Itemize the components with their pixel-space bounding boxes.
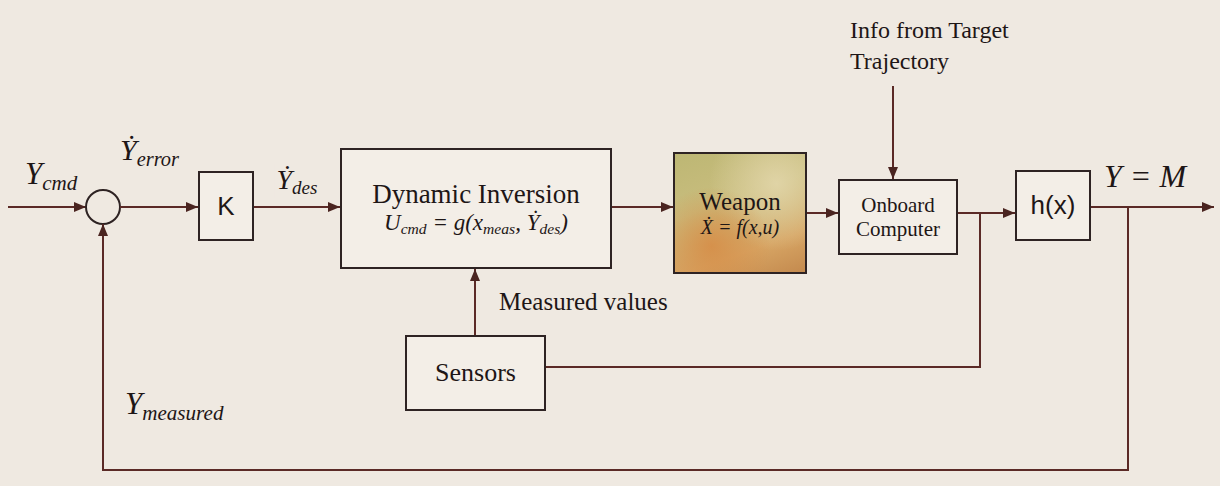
text-run: Dynamic Inversion bbox=[372, 179, 580, 209]
box-title: Weapon bbox=[699, 188, 780, 216]
text-run: Ẏ bbox=[120, 133, 137, 166]
computer-box: Onboard Computer bbox=[838, 179, 958, 255]
text-run: h(x) bbox=[1031, 190, 1076, 220]
box-formula: Ucmd = g(xmeas, Ẏdes) bbox=[384, 210, 568, 238]
text-run: K bbox=[217, 191, 234, 221]
signal-label: Ycmd bbox=[25, 156, 77, 196]
feedback-line bbox=[103, 207, 1128, 470]
info-arrow bbox=[892, 86, 894, 179]
signal-connector bbox=[807, 212, 838, 214]
text-run: , Ẏ bbox=[515, 210, 539, 235]
signal-connector bbox=[474, 269, 476, 335]
text-run: Y bbox=[125, 386, 142, 421]
box-title: h(x) bbox=[1031, 190, 1076, 221]
gain-box: K bbox=[198, 171, 254, 241]
summing-junction bbox=[86, 190, 120, 224]
text-run: Onboard Computer bbox=[856, 193, 940, 241]
text-run: cmd bbox=[401, 220, 427, 237]
input-note: Info from Target Trajectory bbox=[850, 15, 1080, 77]
text-run: Y bbox=[25, 156, 42, 191]
signal-label: Ẏerror bbox=[120, 133, 179, 171]
text-run: Ẋ = f(x,u) bbox=[701, 216, 779, 238]
box-title: K bbox=[217, 191, 234, 222]
text-run: Ẏ bbox=[277, 164, 293, 195]
output-arrow bbox=[1091, 206, 1214, 208]
weapon-box: WeaponẊ = f(x,u) bbox=[673, 152, 807, 274]
text-run: cmd bbox=[42, 171, 77, 195]
box-formula: Ẋ = f(x,u) bbox=[701, 216, 779, 239]
signal-connector bbox=[546, 213, 980, 367]
error-arrow bbox=[120, 206, 198, 208]
edge-label: Measured values bbox=[497, 288, 670, 316]
edge-label: Ẏdes bbox=[275, 164, 320, 199]
signal-connector bbox=[254, 206, 340, 208]
text-run: Weapon bbox=[699, 188, 780, 215]
signal-connector bbox=[612, 206, 673, 208]
sensor-box: Sensors bbox=[405, 335, 546, 411]
output-box: h(x) bbox=[1015, 170, 1091, 241]
inversion-box: Dynamic InversionUcmd = g(xmeas, Ẏdes) bbox=[340, 148, 612, 269]
box-title: Onboard Computer bbox=[846, 193, 950, 241]
text-run: Sensors bbox=[435, 358, 516, 387]
text-run: measured bbox=[142, 401, 223, 425]
text-run: Y = M bbox=[1104, 158, 1186, 194]
text-run: error bbox=[137, 148, 179, 170]
input-arrow bbox=[8, 206, 86, 208]
text-run: des bbox=[539, 220, 560, 237]
text-run: Info from Target Trajectory bbox=[850, 17, 1009, 74]
text-run: ) bbox=[560, 210, 568, 235]
text-run: des bbox=[292, 177, 317, 198]
signal-label: Y = M bbox=[1104, 158, 1186, 195]
signal-label: Ymeasured bbox=[125, 386, 223, 426]
text-run: U bbox=[384, 210, 401, 235]
text-run: = g(x bbox=[427, 210, 483, 235]
text-run: Measured values bbox=[499, 288, 668, 315]
box-title: Dynamic Inversion bbox=[372, 179, 580, 210]
box-title: Sensors bbox=[435, 358, 516, 388]
text-run: meas bbox=[483, 220, 515, 237]
